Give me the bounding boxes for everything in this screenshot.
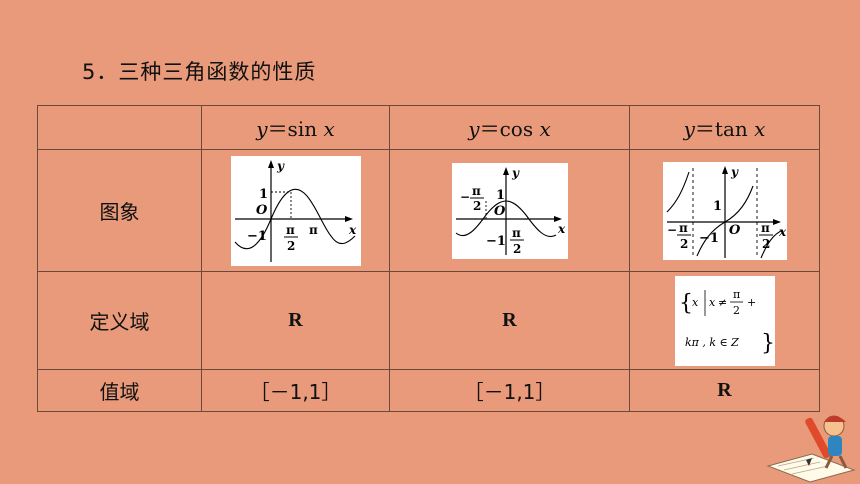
header-sin: y＝sin x — [201, 105, 390, 150]
tan-x-label: x — [778, 225, 787, 239]
trig-properties-table: y＝sin x y＝cos x y＝tan x 图象 y x — [37, 105, 820, 412]
set-cond-x: x — [709, 296, 716, 309]
table-header-row: y＝sin x y＝cos x y＝tan x — [37, 105, 820, 150]
tan-domain-set: { x x ≠ π 2 + kπ , k ∈ Z } — [674, 275, 775, 366]
row-label-range: 值域 — [37, 369, 202, 412]
set-two: 2 — [733, 304, 740, 317]
sin-neg-one-label: −1 — [247, 229, 267, 244]
tan-neg-halfpi-den: 2 — [680, 237, 688, 251]
row-label-domain: 定义域 — [37, 271, 202, 370]
cos-graph-cell: y x O 1 −1 − π 2 π 2 — [389, 149, 630, 272]
cos-neg-halfpi-num: π — [472, 184, 481, 198]
cos-halfpi-den: 2 — [513, 242, 521, 256]
tan-one-label: 1 — [713, 199, 722, 214]
sin-halfpi-den: 2 — [287, 239, 295, 253]
tan-halfpi-num: π — [761, 221, 770, 235]
cos-halfpi-num: π — [512, 226, 521, 240]
cos-x-label: x — [557, 222, 566, 236]
cos-minus-sign: − — [460, 190, 470, 204]
tan-origin: O — [729, 223, 741, 238]
sin-x-label: x — [348, 223, 357, 237]
cos-neg-halfpi-den: 2 — [473, 199, 481, 213]
table-row-range: 值域 ［－1,1］ ［－1,1］ R — [37, 369, 820, 412]
tan-y-label: y — [730, 165, 739, 179]
cos-graph: y x O 1 −1 − π 2 π 2 — [451, 162, 568, 259]
tan-neg-one-label: −1 — [699, 231, 719, 246]
header-empty-cell — [37, 105, 202, 150]
cos-one-label: 1 — [496, 188, 505, 203]
set-pi: π — [733, 288, 740, 301]
cartoon-writer-icon — [766, 415, 856, 483]
tan-range: R — [629, 369, 820, 412]
sin-y-label: y — [276, 159, 285, 173]
cos-range: ［－1,1］ — [389, 369, 630, 412]
header-tan: y＝tan x — [629, 105, 820, 150]
cos-y-label: y — [511, 166, 520, 180]
section-title: 5．三种三角函数的性质 — [82, 60, 317, 84]
set-line2: kπ , k ∈ Z — [685, 336, 739, 349]
sin-range: ［－1,1］ — [201, 369, 390, 412]
table-row-graph: 图象 y x O 1 −1 — [37, 149, 820, 272]
sin-origin: O — [256, 203, 268, 218]
sin-domain: R — [201, 271, 390, 370]
row-label-graph: 图象 — [37, 149, 202, 272]
set-right-brace: } — [761, 331, 775, 356]
tan-domain-cell: { x x ≠ π 2 + kπ , k ∈ Z } — [629, 271, 820, 370]
set-neq: ≠ — [718, 296, 727, 309]
sin-graph-cell: y x O 1 −1 π 2 π — [201, 149, 390, 272]
tan-graph: y x O 1 −1 − π 2 π 2 — [662, 161, 787, 260]
header-cos: y＝cos x — [389, 105, 630, 150]
cos-domain: R — [389, 271, 630, 370]
tan-halfpi-den: 2 — [762, 237, 770, 251]
sin-halfpi-num: π — [286, 223, 295, 237]
sin-one-label: 1 — [259, 187, 268, 202]
set-var-x: x — [692, 296, 699, 309]
table-row-domain: 定义域 R R { x x ≠ π 2 + kπ , k ∈ Z } — [37, 271, 820, 370]
set-left-brace: { — [679, 291, 693, 316]
sin-pi-label: π — [309, 223, 318, 237]
cos-neg-one-label: −1 — [486, 234, 506, 249]
tan-neg-halfpi-num: π — [679, 221, 688, 235]
tan-minus-sign: − — [667, 223, 677, 237]
tan-graph-cell: y x O 1 −1 − π 2 π 2 — [629, 149, 820, 272]
cos-origin: O — [494, 204, 506, 219]
set-plus: + — [747, 296, 756, 309]
sin-graph: y x O 1 −1 π 2 π — [230, 155, 361, 266]
